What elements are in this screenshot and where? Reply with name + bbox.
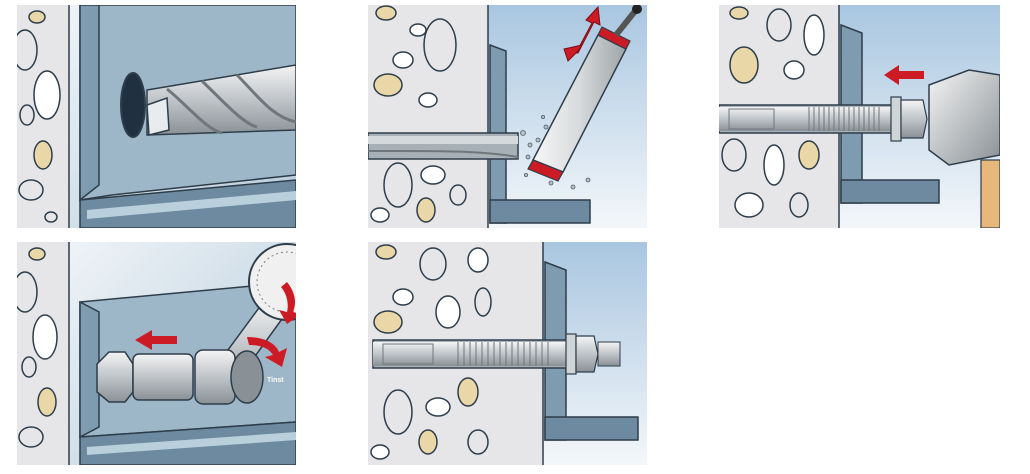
concrete-pebbles xyxy=(17,10,61,223)
arrow-left-icon xyxy=(884,65,924,85)
blow-pump-icon xyxy=(527,5,642,182)
anchor-bolt-icon xyxy=(372,333,621,375)
step-2-clean-hole xyxy=(368,5,647,228)
anchor-nut xyxy=(96,349,264,405)
step-4-apply-torque: Tinst xyxy=(17,242,296,465)
step-1-drill-hole xyxy=(17,5,296,228)
clean-hole-illustration xyxy=(368,5,647,228)
anchor-bolt-icon xyxy=(719,96,928,142)
drill-hole-illustration xyxy=(17,5,296,228)
installed-anchor-illustration xyxy=(368,242,647,465)
arrow-left-icon xyxy=(135,330,177,350)
drill-icon xyxy=(146,64,296,136)
step-3-insert-anchor xyxy=(719,5,1000,228)
apply-torque-illustration: Tinst xyxy=(17,242,296,465)
step-5-installed-anchor xyxy=(368,242,647,465)
rotate-arrow-icon xyxy=(247,282,296,367)
hammer-icon xyxy=(928,69,1000,228)
insert-anchor-illustration xyxy=(719,5,1000,228)
drilled-hole xyxy=(368,132,519,160)
torque-label: Tinst xyxy=(267,377,284,384)
move-arrow-icon xyxy=(563,5,601,62)
